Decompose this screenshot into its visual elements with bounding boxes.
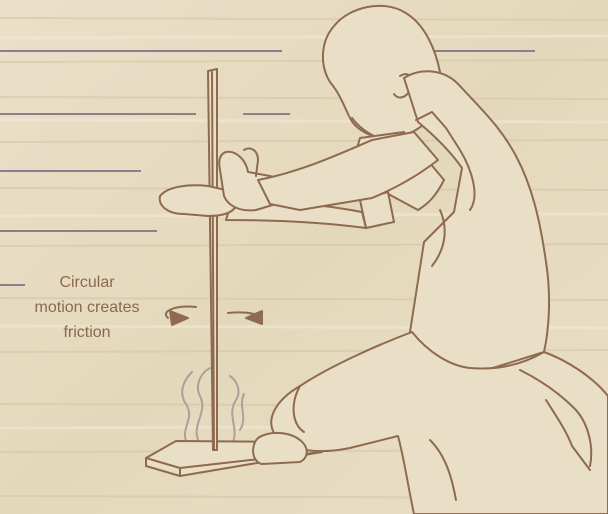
caption-line-1: Circular bbox=[12, 270, 162, 295]
drill-spindle bbox=[208, 69, 217, 450]
person-torso bbox=[404, 71, 549, 373]
smoke-wisp bbox=[182, 372, 192, 444]
smoke-wisp bbox=[230, 376, 238, 444]
caption-line-2: motion creates bbox=[12, 295, 162, 320]
arrowhead-left bbox=[170, 311, 188, 325]
friction-caption: Circular motion creates friction bbox=[12, 270, 162, 345]
smoke-wisp bbox=[197, 368, 210, 440]
smoke-wisp bbox=[240, 394, 244, 430]
person-legs bbox=[271, 332, 608, 514]
caption-line-3: friction bbox=[12, 320, 162, 345]
